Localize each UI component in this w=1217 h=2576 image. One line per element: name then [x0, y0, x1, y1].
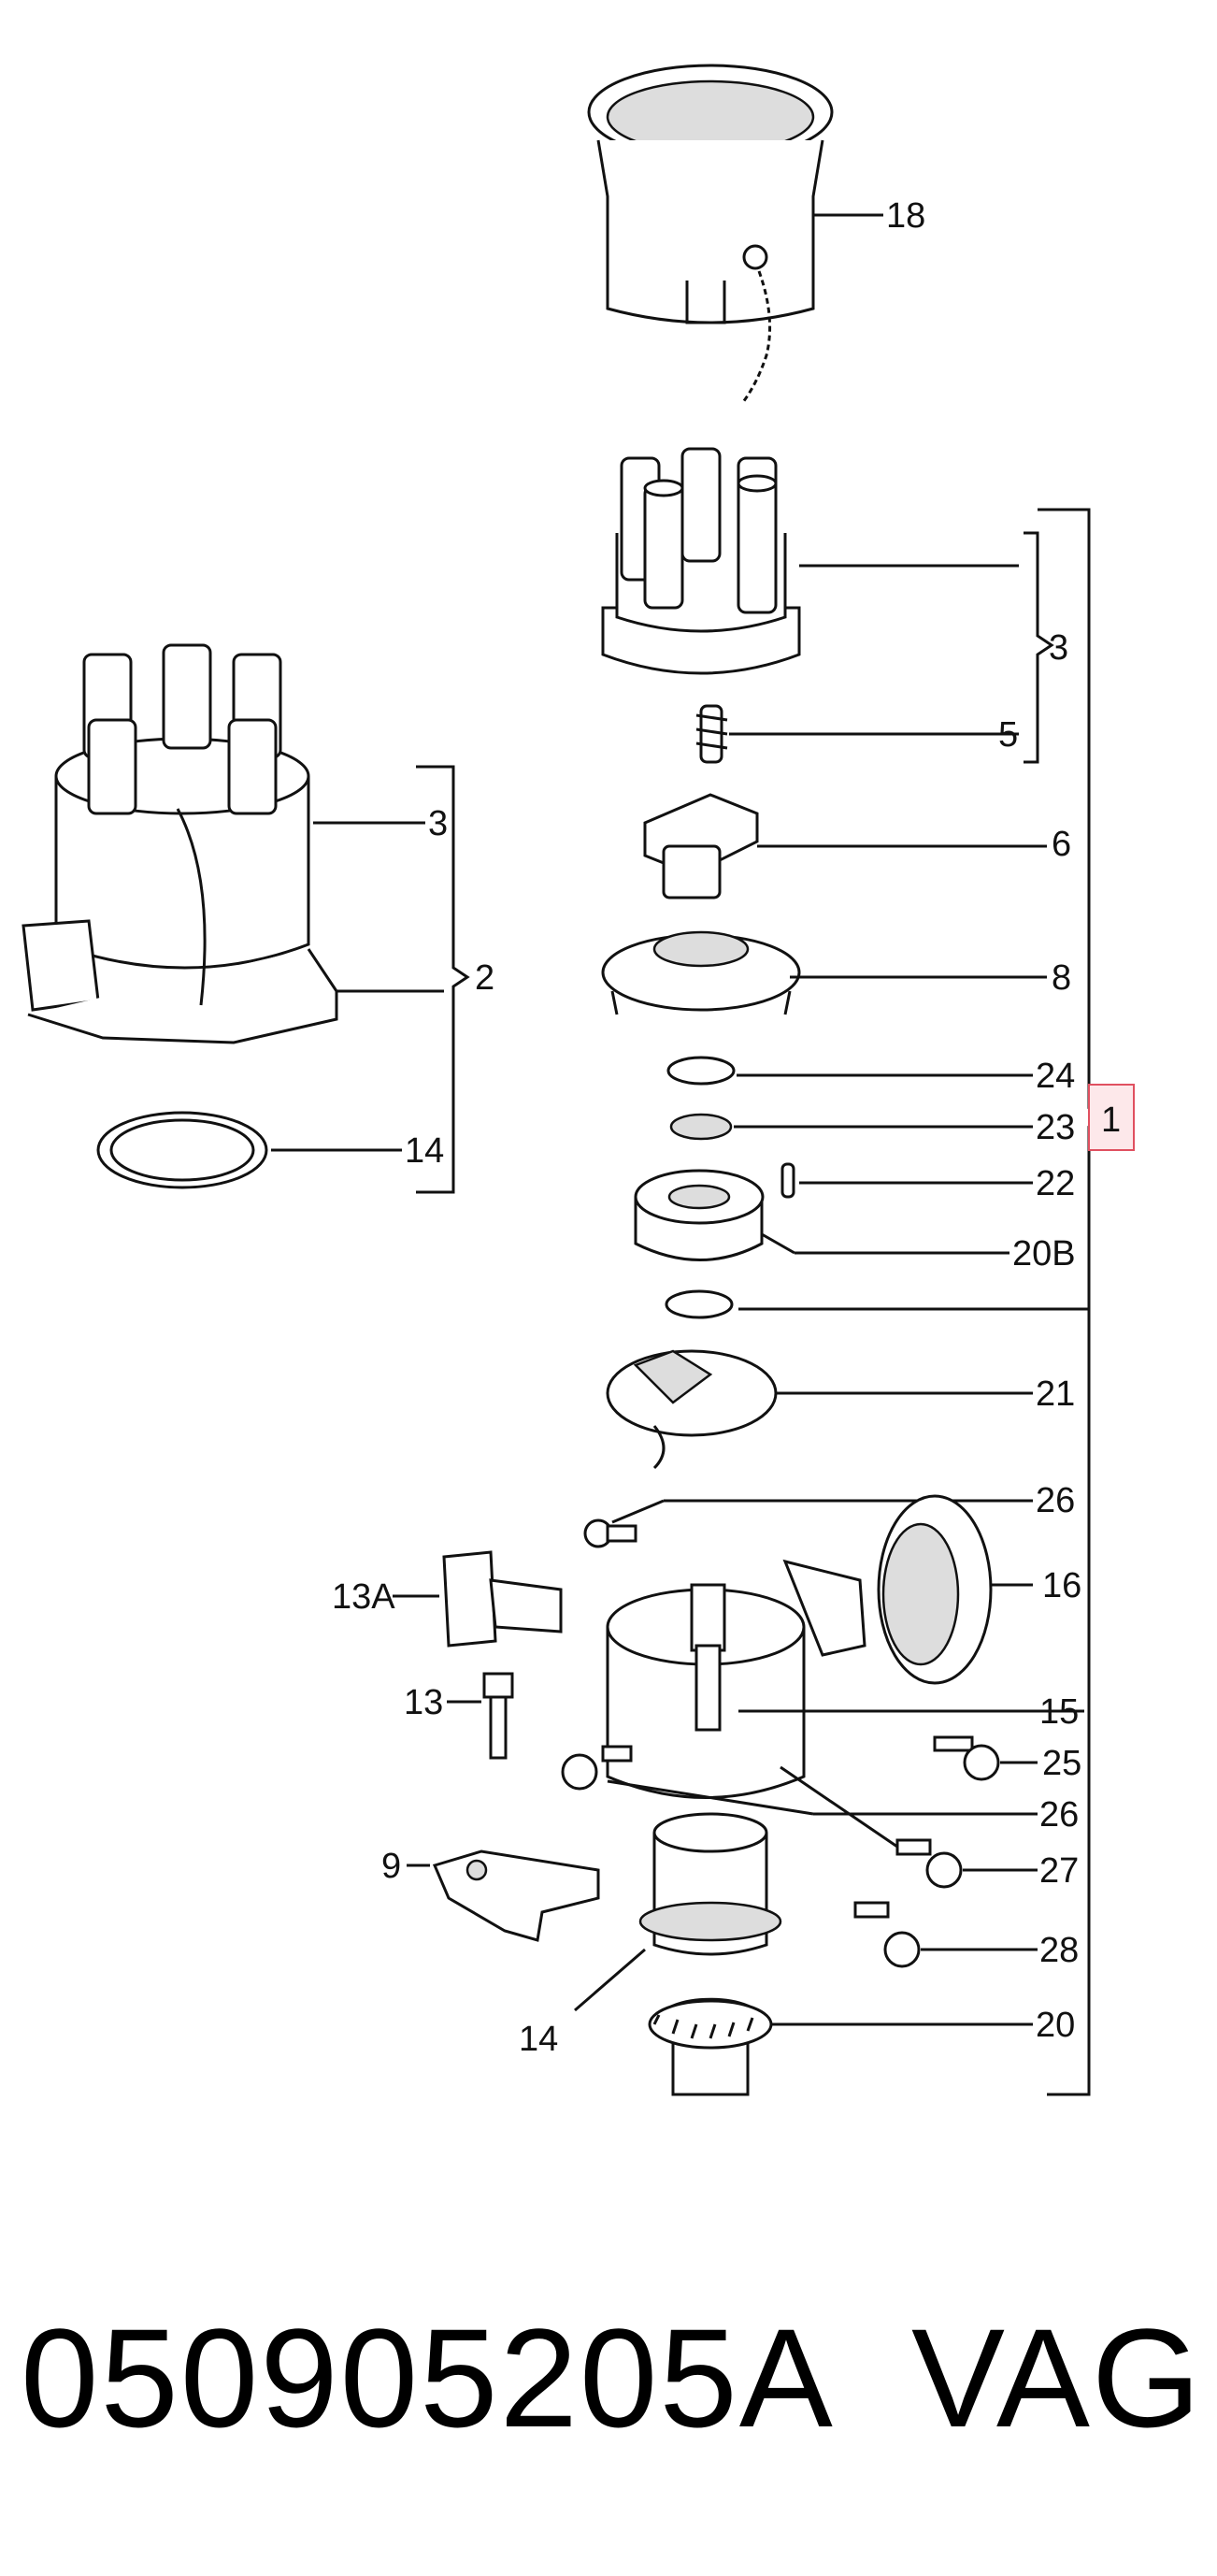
part-8-dust-shield	[601, 930, 801, 1015]
part-27-screw	[895, 1838, 963, 1889]
brand-name: VAG	[911, 2299, 1203, 2456]
callout-3-right: 3	[1049, 628, 1068, 668]
callout-25: 25	[1042, 1744, 1081, 1783]
part-26-screw-upper	[583, 1518, 637, 1548]
callout-6: 6	[1052, 825, 1071, 864]
callout-18: 18	[886, 196, 925, 236]
callout-2: 2	[475, 958, 494, 998]
part-26-screw-lower	[561, 1745, 633, 1791]
callout-1: 1	[1101, 1101, 1121, 1140]
part-6-rotor	[643, 793, 759, 899]
callout-3-left: 3	[428, 804, 448, 843]
callout-22: 22	[1036, 1164, 1075, 1203]
part-20B-housing	[634, 1169, 765, 1261]
callout-9: 9	[381, 1847, 401, 1886]
callout-23: 23	[1036, 1108, 1075, 1147]
callout-20: 20	[1036, 2006, 1075, 2045]
callout-5: 5	[998, 715, 1018, 755]
part-5-brush	[695, 704, 728, 764]
part-13A-clamp	[442, 1550, 563, 1648]
part-22-pin	[780, 1162, 795, 1199]
callout-28: 28	[1039, 1931, 1079, 1970]
part-20-drive-gear	[648, 1999, 773, 2050]
callout-14-lower: 14	[519, 2020, 558, 2059]
callout-20B: 20B	[1012, 1234, 1076, 1274]
callout-26-upper: 26	[1036, 1481, 1075, 1520]
callout-13A: 13A	[332, 1577, 395, 1617]
part-21-breaker-plate	[606, 1349, 778, 1470]
part-16-vacuum-unit	[782, 1494, 993, 1685]
part-9-clamp-plate	[432, 1849, 600, 1942]
part-23-washer	[669, 1113, 733, 1141]
left-assembled-distributor	[21, 643, 338, 1189]
callout-13: 13	[404, 1683, 443, 1722]
callout-14-left: 14	[405, 1131, 444, 1171]
part-28-screw	[853, 1901, 921, 1968]
part-circlip-lower	[665, 1289, 734, 1319]
callout-27: 27	[1039, 1851, 1079, 1891]
part-3-distributor-cap	[601, 447, 801, 675]
callout-8: 8	[1052, 958, 1071, 998]
part-13-bolt	[482, 1672, 514, 1760]
callout-26-lower: 26	[1039, 1795, 1079, 1835]
callout-24: 24	[1036, 1057, 1075, 1096]
callout-1-highlight	[1088, 1084, 1135, 1151]
callout-16: 16	[1042, 1566, 1081, 1605]
part-number: 050905205A	[21, 2299, 835, 2456]
part-25-screw	[933, 1735, 1000, 1781]
callout-21: 21	[1036, 1374, 1075, 1414]
part-24-circlip	[666, 1056, 736, 1086]
part-18-boot	[587, 64, 834, 403]
callout-15: 15	[1039, 1692, 1079, 1732]
